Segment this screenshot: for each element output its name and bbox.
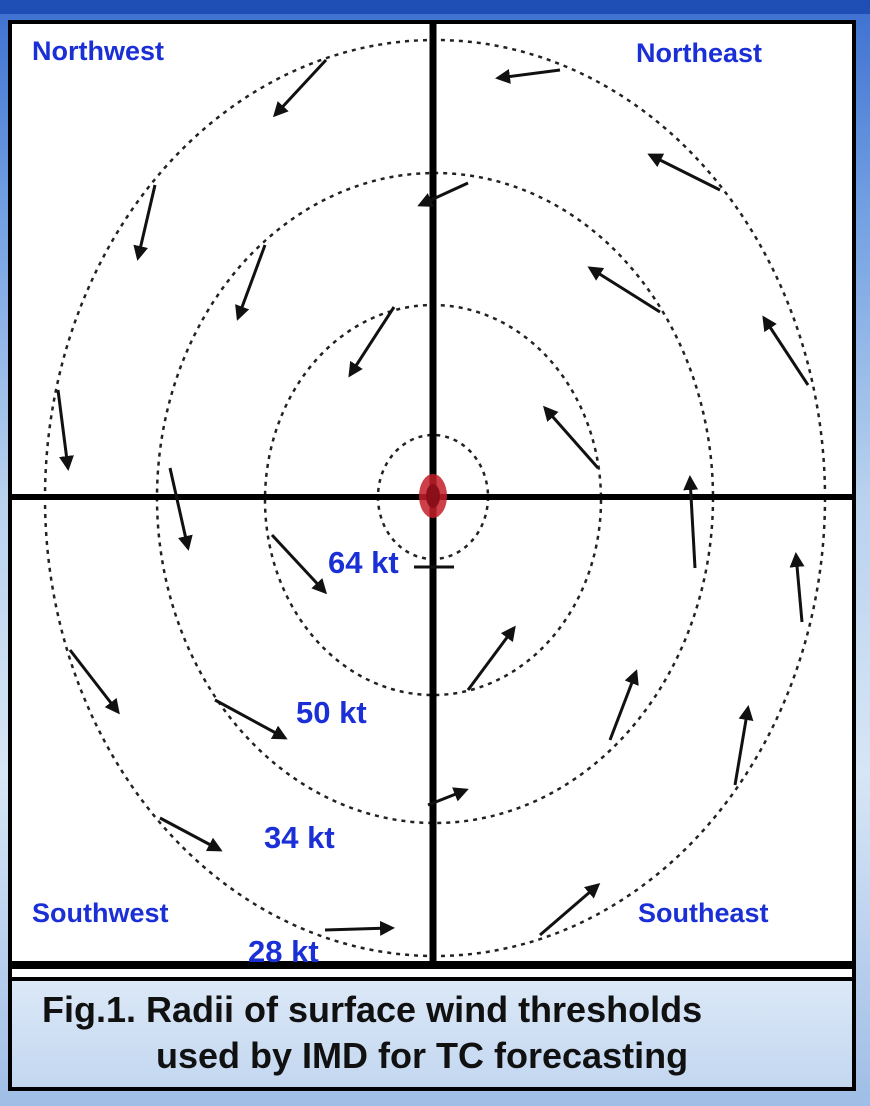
wind-arrow [159, 816, 223, 852]
wind-arrow [789, 552, 805, 623]
wind-arrow [762, 315, 810, 386]
wind-arrow [56, 389, 74, 471]
quadrant-label-northwest: Northwest [32, 36, 165, 66]
wind-arrow [348, 306, 396, 378]
wind-arrow [324, 920, 395, 936]
caption-line-1: Fig.1. Radii of surface wind thresholds [42, 989, 703, 1030]
wind-arrow [466, 625, 516, 691]
caption-box: Fig.1. Radii of surface wind thresholds … [8, 981, 856, 1091]
separator-band [8, 965, 856, 981]
radius-label-50kt: 50 kt [296, 695, 367, 730]
caption-line-2: used by IMD for TC forecasting [156, 1035, 689, 1076]
wind-arrow [543, 405, 600, 469]
wind-arrow [168, 467, 193, 551]
wind-arrow [235, 244, 267, 321]
quadrant-label-southwest: Southwest [32, 898, 169, 928]
cyclone-center [419, 474, 447, 518]
wind-arrow [539, 883, 601, 937]
wind-arrow [608, 669, 639, 741]
wind-arrow [68, 649, 120, 715]
wind-arrow [427, 787, 469, 807]
wind-arrow [417, 181, 469, 207]
wind-arrow [133, 184, 157, 261]
radius-label-64kt: 64 kt [328, 545, 399, 580]
wind-arrow [214, 698, 288, 740]
wind-arrow [647, 153, 721, 192]
wind-arrow [495, 68, 561, 84]
top-color-bar [0, 0, 870, 14]
wind-arrow [270, 533, 328, 595]
wind-arrow [733, 705, 754, 786]
wind-arrow [683, 475, 699, 569]
radius-label-34kt: 34 kt [264, 820, 335, 855]
wind-arrow [587, 266, 661, 314]
radius-label-28kt: 28 kt [248, 934, 319, 969]
quadrant-label-southeast: Southeast [638, 898, 769, 928]
wind-arrow [272, 58, 328, 118]
quadrant-label-northeast: Northeast [636, 38, 763, 68]
